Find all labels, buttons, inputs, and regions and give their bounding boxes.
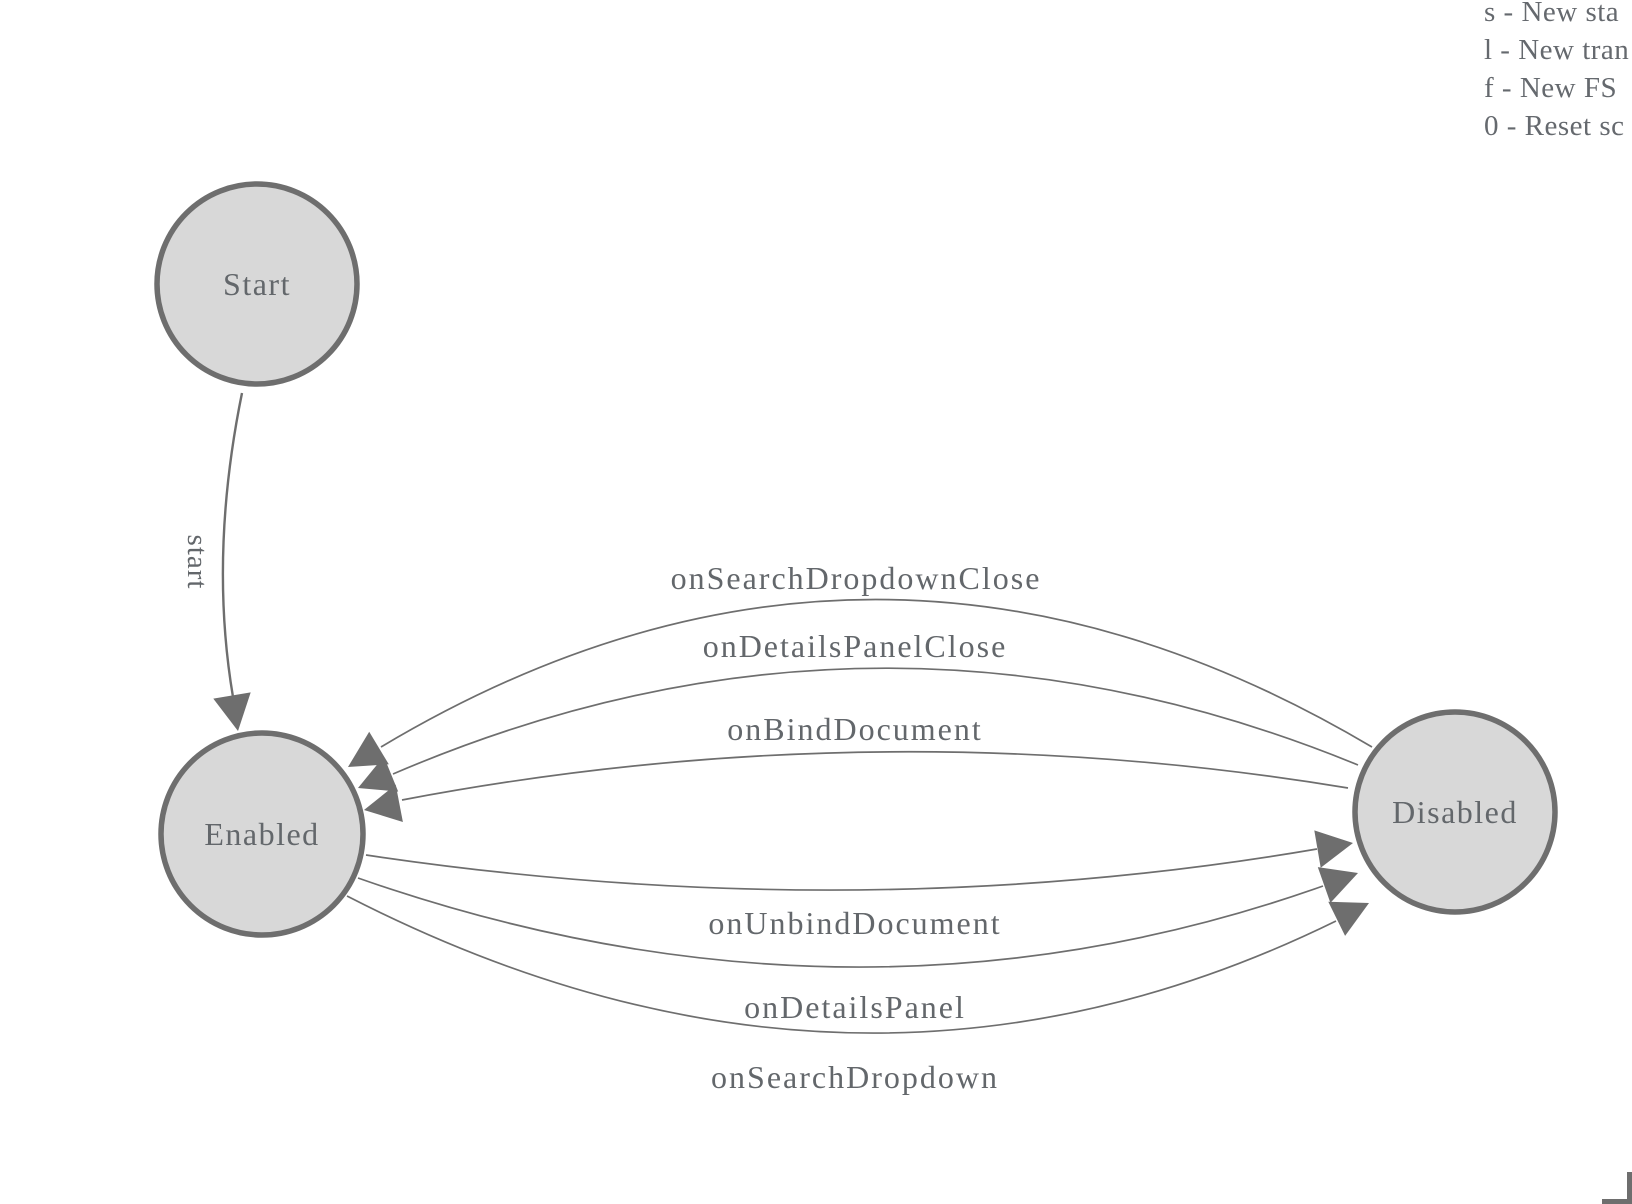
edge-label-onDetailsPanelClose: onDetailsPanelClose	[703, 628, 1008, 664]
edge-onUnbindDocument[interactable]	[365, 848, 1318, 891]
edge-onDetailsPanelClose[interactable]	[392, 667, 1359, 775]
edge-start[interactable]	[221, 392, 244, 698]
edge-onSearchDropdownClose[interactable]	[380, 598, 1373, 748]
state-node-enabled[interactable]: Enabled	[158, 730, 366, 938]
edge-label-onDetailsPanel: onDetailsPanel	[744, 989, 966, 1025]
legend-line-new-state: s - New sta	[1484, 0, 1620, 28]
arrowhead-icon	[358, 756, 399, 792]
edge-label-onBindDocument: onBindDocument	[727, 711, 983, 747]
state-label-disabled: Disabled	[1392, 794, 1518, 830]
edge-label-onSearchDropdown: onSearchDropdown	[711, 1059, 999, 1095]
edge-onBindDocument[interactable]	[401, 750, 1349, 801]
corner-handle-vertical	[1627, 1172, 1632, 1204]
arrowhead-icon	[364, 784, 403, 822]
state-label-enabled: Enabled	[204, 816, 319, 852]
transition-onUnbindDocument[interactable]: onUnbindDocument	[365, 830, 1353, 941]
state-circle-start[interactable]	[154, 181, 360, 387]
edge-label-start: start	[181, 535, 213, 590]
arrowhead-icon	[348, 731, 389, 767]
edge-onDetailsPanel[interactable]	[357, 877, 1324, 968]
transition-onDetailsPanelClose[interactable]: onDetailsPanelClose	[358, 628, 1359, 792]
transition-onDetailsPanel[interactable]: onDetailsPanel	[357, 867, 1358, 1025]
state-node-disabled[interactable]: Disabled	[1352, 709, 1558, 915]
canvas-corner-handle[interactable]	[1602, 1172, 1632, 1204]
corner-handle-horizontal	[1602, 1199, 1632, 1204]
arrowhead-icon	[1314, 830, 1353, 868]
transition-onBindDocument[interactable]: onBindDocument	[364, 711, 1349, 822]
transition-onSearchDropdownClose[interactable]: onSearchDropdownClose	[348, 560, 1373, 767]
arrowhead-icon	[213, 692, 251, 731]
state-label-start: Start	[223, 266, 291, 302]
transition-start[interactable]: start	[181, 392, 251, 731]
legend-line-new-transition: l - New tran	[1484, 34, 1630, 66]
arrowhead-icon	[1317, 867, 1358, 903]
edge-label-onSearchDropdownClose: onSearchDropdownClose	[671, 560, 1042, 596]
arrowhead-icon	[1328, 901, 1369, 936]
shortcut-legend: s - New sta l - New tran f - New FS 0 - …	[1484, 0, 1629, 145]
state-node-start[interactable]: Start	[154, 181, 360, 387]
legend-line-new-fsm: f - New FS	[1484, 72, 1618, 104]
state-circle-disabled[interactable]	[1352, 709, 1558, 915]
state-circle-enabled[interactable]	[158, 730, 366, 938]
legend-line-reset: 0 - Reset sc	[1484, 110, 1625, 142]
transition-onSearchDropdown[interactable]: onSearchDropdown	[346, 895, 1369, 1095]
edge-onSearchDropdown[interactable]	[346, 895, 1337, 1034]
edge-label-onUnbindDocument: onUnbindDocument	[708, 905, 1001, 941]
